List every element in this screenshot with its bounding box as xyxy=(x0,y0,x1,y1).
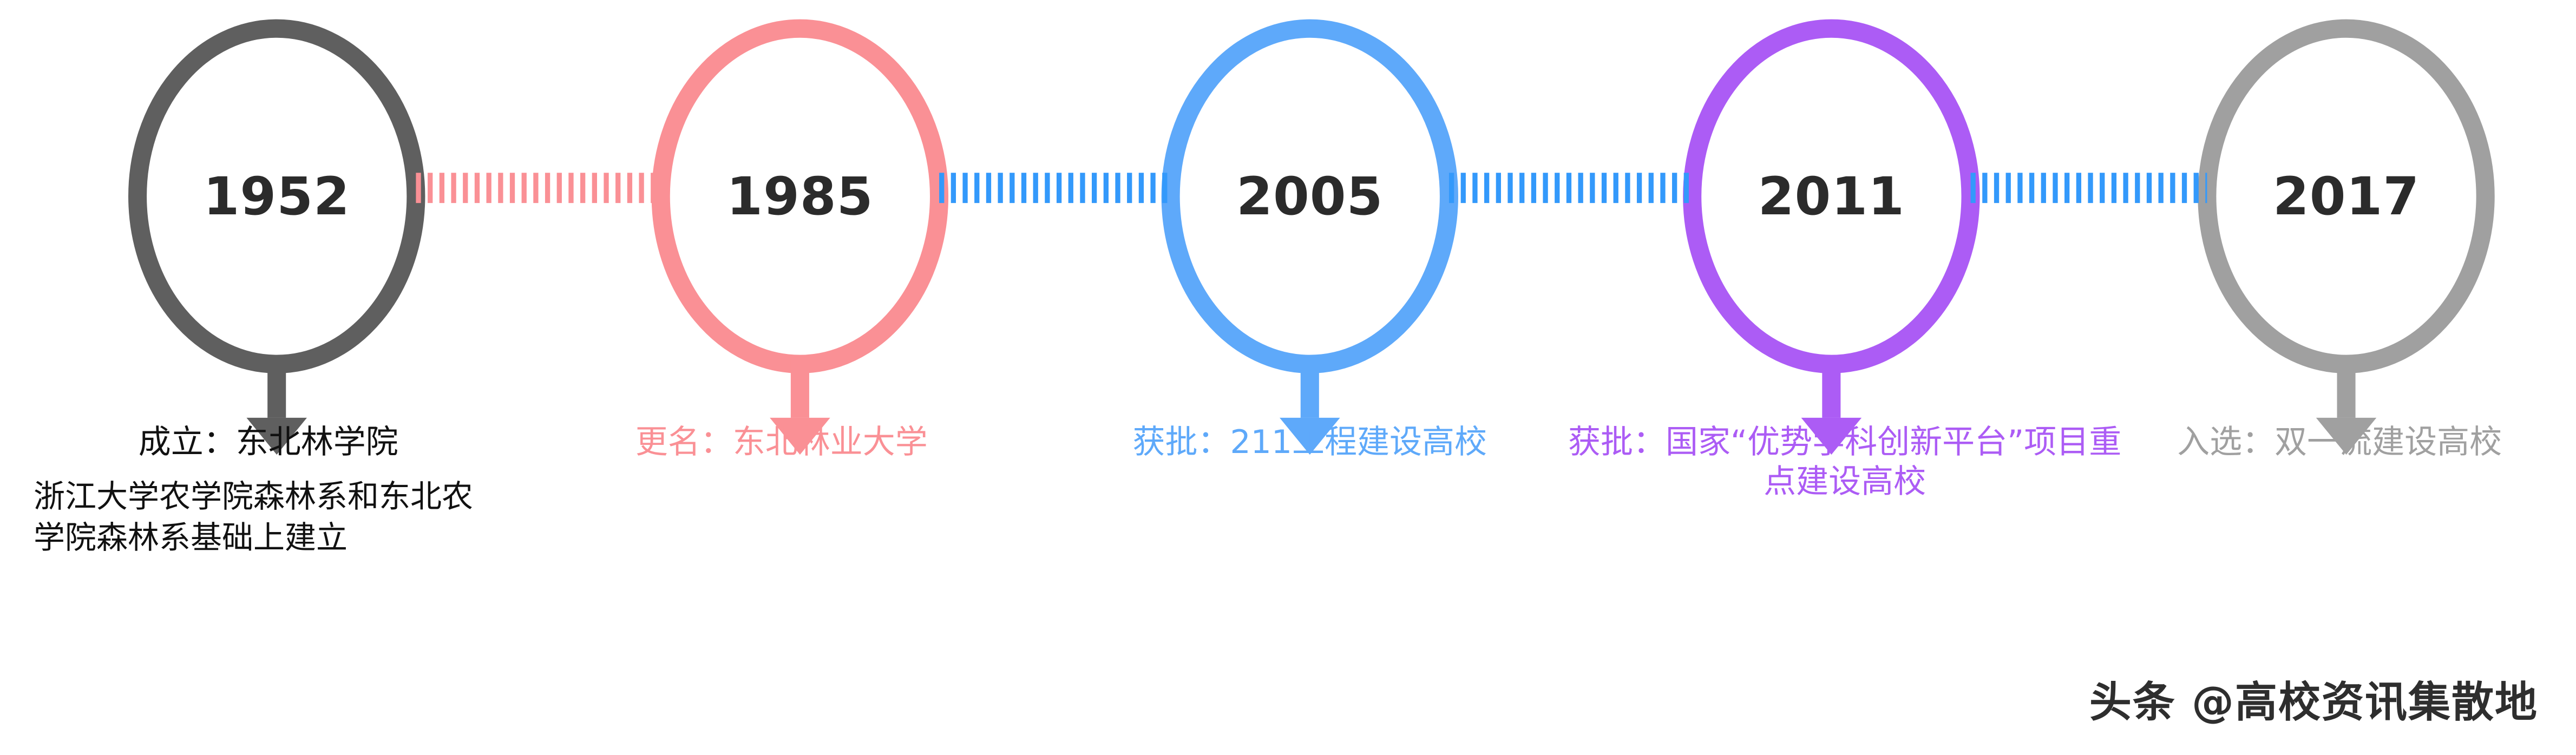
caption-primary-1985: 更名：东北林业大学 xyxy=(635,423,928,462)
caption-primary-2017: 入选：双一流建设高校 xyxy=(2177,423,2502,462)
year-text-2011: 2011 xyxy=(1758,166,1905,227)
caption-block-2011: 获批：国家“优势学科创新平台”项目重点建设高校 xyxy=(1568,423,2121,502)
year-text-1985: 1985 xyxy=(726,166,874,227)
caption-secondary-1952: 浙江大学农学院森林系和东北农学院森林系基础上建立 xyxy=(33,478,473,556)
caption-primary-2011: 获批：国家“优势学科创新平台”项目重点建设高校 xyxy=(1568,423,2122,501)
arrow-stem-2005 xyxy=(1300,357,1319,418)
caption-block-2017: 入选：双一流建设高校 xyxy=(2096,423,2576,462)
arrow-stem-1952 xyxy=(267,357,286,418)
arrow-stem-1985 xyxy=(790,357,809,418)
caption-primary-2005: 获批：211工程建设高校 xyxy=(1132,423,1487,462)
caption-block-2005: 获批：211工程建设高校 xyxy=(1069,423,1551,462)
year-text-1952: 1952 xyxy=(203,166,350,227)
caption-block-1952: 成立：东北林学院浙江大学农学院森林系和东北农学院森林系基础上建立 xyxy=(34,423,503,558)
caption-block-1985: 更名：东北林业大学 xyxy=(530,423,1033,462)
year-text-2017: 2017 xyxy=(2272,166,2420,227)
watermark-text: 头条 @高校资讯集散地 xyxy=(2089,678,2538,727)
year-text-2005: 2005 xyxy=(1236,166,1384,227)
arrow-stem-2017 xyxy=(2337,357,2356,418)
arrow-stem-2011 xyxy=(1822,357,1841,418)
caption-primary-1952: 成立：东北林学院 xyxy=(138,423,398,462)
